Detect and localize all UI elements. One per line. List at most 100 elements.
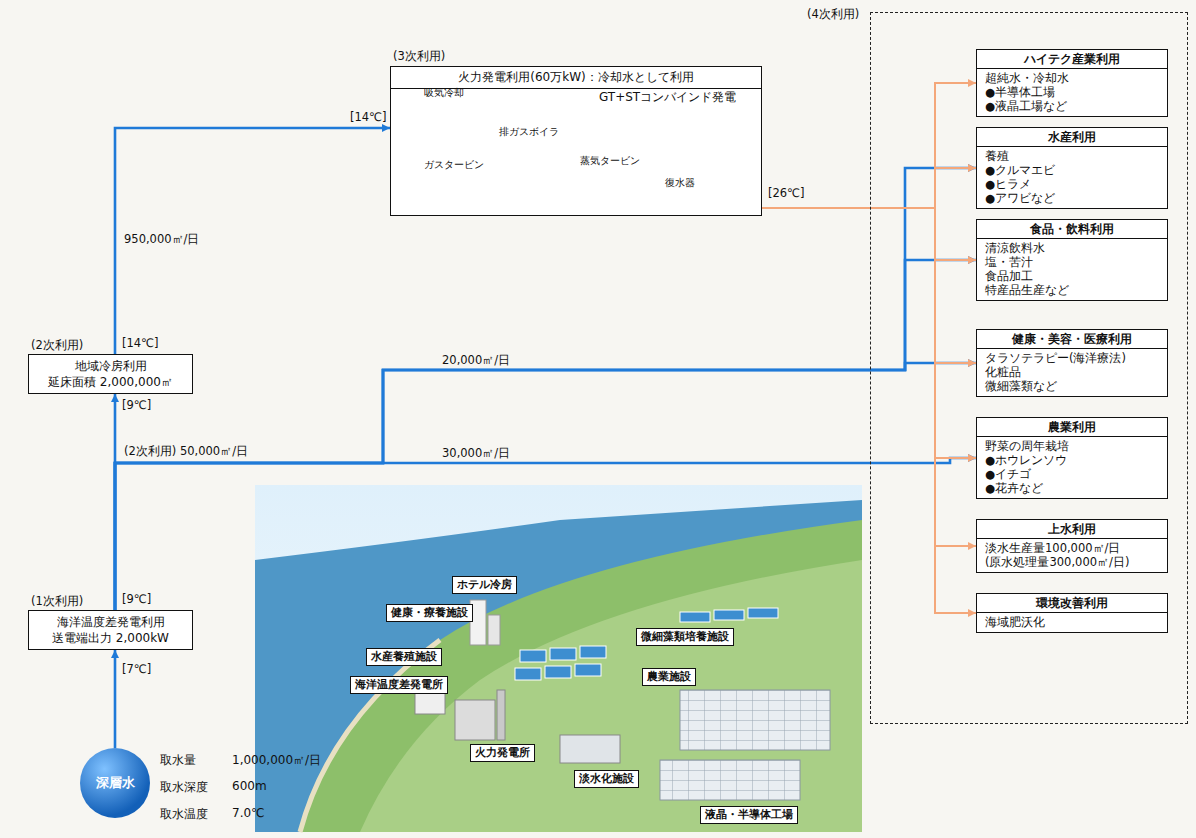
use-item: ●花卉など bbox=[977, 481, 1167, 495]
facility-tag: 液晶・半導体工場 bbox=[700, 806, 798, 824]
box-text: 送電端出力 2,000kW bbox=[33, 630, 188, 646]
part-label: 排ガスボイラ bbox=[499, 125, 559, 139]
temperature-label: [9℃] bbox=[122, 592, 151, 606]
use-item: 超純水・冷却水 bbox=[977, 71, 1167, 85]
facility-tag: 淡水化施設 bbox=[574, 770, 639, 788]
facility-tag: 水産養殖施設 bbox=[366, 648, 442, 666]
part-label: 蒸気タービン bbox=[580, 154, 640, 168]
drawing-path bbox=[360, 560, 862, 832]
drawing-rect bbox=[660, 760, 800, 800]
facility-name: 微細藻類培養施設 bbox=[641, 630, 729, 644]
flow-label: 7.0℃ bbox=[232, 806, 265, 820]
facility-name: 農業施設 bbox=[647, 670, 691, 684]
part-label: 吸気冷却 bbox=[424, 86, 464, 100]
use-item: ●半導体工場 bbox=[977, 85, 1167, 99]
drawing-rect bbox=[560, 735, 620, 763]
use-heading: 上水利用 bbox=[977, 520, 1167, 539]
deep-water-flow bbox=[115, 363, 976, 610]
facility-name: 海洋温度差発電所 bbox=[355, 678, 443, 692]
use-item: 化粧品 bbox=[977, 365, 1167, 379]
facility-tag: 微細藻類培養施設 bbox=[636, 628, 734, 646]
facility-name: 火力発電所 bbox=[475, 746, 530, 760]
outflow-arrow bbox=[762, 208, 976, 363]
use-item: 特産品生産など bbox=[977, 283, 1167, 297]
use-stage: (1次利用) bbox=[31, 593, 83, 609]
use-item: 海域肥沃化 bbox=[977, 615, 1167, 629]
use-item: 清涼飲料水 bbox=[977, 241, 1167, 255]
use-item: 淡水生産量100,000㎡/日 bbox=[977, 541, 1167, 555]
facility-tag: 健康・療養施設 bbox=[386, 604, 473, 622]
use-list-box: ハイテク産業利用超純水・冷却水●半導体工場●液晶工場など bbox=[976, 49, 1168, 117]
use-heading: ハイテク産業利用 bbox=[977, 50, 1167, 69]
box-text: 地域冷房利用 bbox=[33, 358, 188, 374]
drawing-path bbox=[300, 640, 440, 832]
use-stage: (4次利用) bbox=[807, 7, 859, 22]
use-item: ●アワビなど bbox=[977, 191, 1167, 205]
drawing-rect bbox=[680, 690, 830, 750]
outflow-arrow bbox=[762, 208, 976, 613]
drawing-rect bbox=[575, 664, 601, 676]
box-text: 深層水 bbox=[96, 774, 135, 792]
use-item: ●クルマエビ bbox=[977, 163, 1167, 177]
flow-label: 取水温度 bbox=[160, 806, 208, 823]
flow-label: 30,000㎡/日 bbox=[440, 446, 512, 461]
facility-tag: 海洋温度差発電所 bbox=[350, 676, 448, 694]
use-item: タラソテラピー(海洋療法) bbox=[977, 351, 1167, 365]
use-box: (1次利用)海洋温度差発電利用送電端出力 2,000kW bbox=[28, 610, 193, 650]
deep-water-circle: 深層水 bbox=[80, 748, 150, 818]
deep-water-flow bbox=[115, 260, 976, 610]
flow-label: 取水深度 bbox=[160, 779, 208, 796]
outflow-arrow bbox=[762, 168, 976, 208]
use-list-box: 健康・美容・医療利用タラソテラピー(海洋療法)化粧品微細藻類など bbox=[976, 329, 1168, 397]
drawing-rect bbox=[545, 666, 571, 678]
flow-label: 950,000㎡/日 bbox=[122, 232, 201, 247]
use-stage: (2次利用) bbox=[31, 337, 83, 353]
drawing-path bbox=[255, 500, 862, 832]
temperature-label: [26℃] bbox=[768, 186, 805, 200]
use-item: 食品加工 bbox=[977, 269, 1167, 283]
drawing-rect bbox=[714, 610, 744, 620]
deep-water-flow bbox=[114, 650, 117, 748]
facility-tag: ホテル冷房 bbox=[452, 576, 517, 594]
flow-label: 600m bbox=[232, 779, 267, 793]
use-item: ●ホウレンソウ bbox=[977, 453, 1167, 467]
plant-title: 火力発電利用(60万kW)：冷却水として利用 bbox=[391, 67, 761, 89]
drawing-rect bbox=[255, 485, 862, 832]
flow-label: 1,000,000㎡/日 bbox=[232, 752, 321, 769]
use-item: ●ヒラメ bbox=[977, 177, 1167, 191]
use-heading: 水産利用 bbox=[977, 128, 1167, 147]
drawing-rect bbox=[680, 612, 710, 622]
plant-type: GT+STコンバインド発電 bbox=[599, 89, 736, 106]
use-list-box: 水産利用養殖●クルマエビ●ヒラメ●アワビなど bbox=[976, 127, 1168, 209]
deep-water-flow bbox=[115, 458, 976, 610]
drawing-rect bbox=[488, 615, 500, 645]
drawing-rect bbox=[550, 648, 576, 660]
use-stage: (3次利用) bbox=[393, 49, 445, 64]
deep-water-flow bbox=[115, 168, 976, 610]
use-list-box: 食品・飲料利用清涼飲料水塩・苦汁食品加工特産品生産など bbox=[976, 219, 1168, 301]
temperature-label: [14℃] bbox=[350, 110, 387, 124]
facility-name: 淡水化施設 bbox=[579, 772, 634, 786]
drawing-rect bbox=[515, 668, 541, 680]
drawing-path bbox=[300, 520, 862, 832]
use-item: (原水処理量300,000㎡/日) bbox=[977, 555, 1167, 569]
flow-label: (2次利用) 50,000㎡/日 bbox=[124, 444, 248, 459]
drawing-rect bbox=[580, 646, 606, 658]
facility-name: 液晶・半導体工場 bbox=[705, 808, 793, 822]
use-heading: 健康・美容・医療利用 bbox=[977, 330, 1167, 349]
drawing-rect bbox=[748, 608, 778, 618]
drawing-rect bbox=[455, 700, 495, 740]
use-item: ●イチゴ bbox=[977, 467, 1167, 481]
use-heading: 食品・飲料利用 bbox=[977, 220, 1167, 239]
drawing-rect bbox=[497, 690, 505, 740]
flow-label: 取水量 bbox=[160, 752, 196, 769]
drawing-rect bbox=[520, 650, 546, 662]
part-label: ガスタービン bbox=[424, 158, 484, 172]
use-item: 微細藻類など bbox=[977, 379, 1167, 393]
use-box: (2次利用)地域冷房利用延床面積 2,000,000㎡ bbox=[28, 354, 193, 394]
box-text: 海洋温度差発電利用 bbox=[33, 614, 188, 630]
temperature-label: [14℃] bbox=[122, 336, 159, 350]
use-list-box: 上水利用淡水生産量100,000㎡/日(原水処理量300,000㎡/日) bbox=[976, 519, 1168, 573]
deep-water-flow bbox=[115, 128, 390, 354]
use-list-box: 農業利用野菜の周年栽培●ホウレンソウ●イチゴ●花卉など bbox=[976, 417, 1168, 499]
